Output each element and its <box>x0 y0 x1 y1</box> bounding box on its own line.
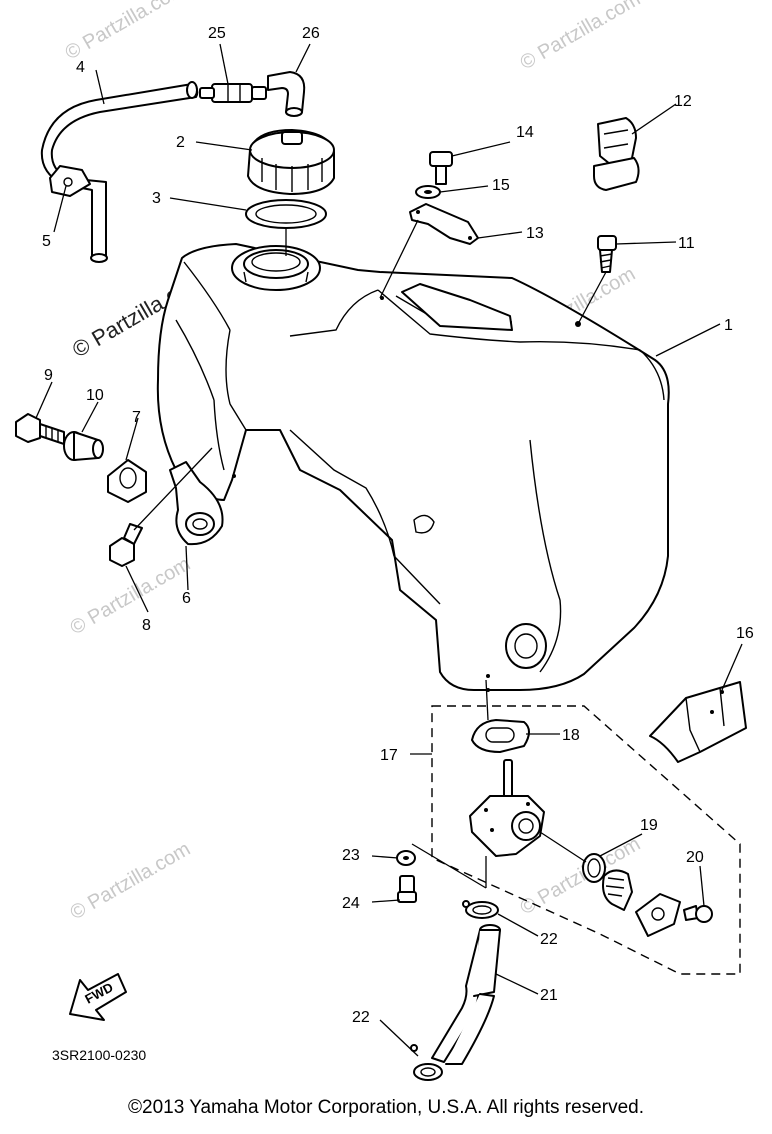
callout-23: 23 <box>342 847 360 864</box>
washer-part-15 <box>415 185 441 199</box>
callout-22-upper: 22 <box>540 931 558 948</box>
plate-part <box>635 893 681 937</box>
callout-9: 9 <box>44 367 53 384</box>
clip-part-22-lower <box>410 1044 443 1081</box>
bolt-part-8 <box>109 523 143 567</box>
fuel-cock-body <box>469 759 545 857</box>
watermark-text: © Partzilla.com <box>67 553 195 639</box>
callout-13: 13 <box>526 225 544 242</box>
bracket-part-13 <box>409 203 479 245</box>
gasket-part-18 <box>471 719 530 753</box>
callout-labels: 1 2 3 4 5 6 7 8 9 10 11 12 13 14 15 16 1… <box>42 25 754 1026</box>
callout-22-lower: 22 <box>352 1009 370 1026</box>
callout-21: 21 <box>540 987 558 1004</box>
clip-part-5 <box>49 165 91 197</box>
collar-part-10 <box>63 431 104 461</box>
callout-6: 6 <box>182 590 191 607</box>
callout-1: 1 <box>724 317 733 334</box>
callout-20: 20 <box>686 849 704 866</box>
stay-part-6 <box>169 461 224 546</box>
callout-7: 7 <box>132 409 141 426</box>
damper-part-7 <box>107 459 147 503</box>
clip-part-22-upper <box>462 900 499 919</box>
callout-11: 11 <box>678 235 695 252</box>
lever-part <box>602 869 633 911</box>
copyright-notice: ©2013 Yamaha Motor Corporation, U.S.A. A… <box>128 1097 644 1118</box>
callout-16: 16 <box>736 625 754 642</box>
fuel-tank-part-1 <box>156 243 670 692</box>
fuel-cock-assembly-boundary <box>431 705 741 975</box>
callout-26: 26 <box>302 25 320 42</box>
fuel-hose-part-21 <box>431 924 501 1065</box>
gasket-part-3 <box>245 199 327 229</box>
callout-18: 18 <box>562 727 580 744</box>
leader-lines <box>35 43 743 1057</box>
hose-elbow-part-26 <box>267 71 306 117</box>
screw-part-20 <box>683 905 713 923</box>
bolt-part-9 <box>15 413 65 445</box>
callout-24: 24 <box>342 895 360 912</box>
callout-8: 8 <box>142 617 151 634</box>
joint-part-25 <box>199 83 267 103</box>
bolt-part-24 <box>397 875 417 903</box>
watermark-text: © Partzilla.com <box>62 0 190 64</box>
callout-10: 10 <box>86 387 104 404</box>
drawing-code: 3SR2100-0230 <box>52 1047 146 1063</box>
washer-part-23 <box>396 850 416 866</box>
callout-25: 25 <box>208 25 226 42</box>
screw-part-11 <box>597 235 617 273</box>
callout-5: 5 <box>42 233 51 250</box>
callout-19: 19 <box>640 817 658 834</box>
callout-2: 2 <box>176 134 185 151</box>
callout-14: 14 <box>516 124 534 141</box>
o-ring-part-19 <box>582 853 606 883</box>
callout-15: 15 <box>492 177 510 194</box>
cover-part-16 <box>649 681 747 763</box>
bolt-part-14 <box>429 151 453 185</box>
callout-12: 12 <box>674 93 692 110</box>
callout-3: 3 <box>152 190 161 207</box>
band-part-12 <box>593 117 640 191</box>
watermark-text: © Partzilla.com <box>67 838 195 924</box>
fuel-cap-part-2 <box>247 129 335 195</box>
watermark-text: © Partzilla.com <box>517 0 645 74</box>
callout-17: 17 <box>380 747 398 764</box>
fwd-arrow: FWD <box>69 973 127 1021</box>
callout-4: 4 <box>76 59 85 76</box>
